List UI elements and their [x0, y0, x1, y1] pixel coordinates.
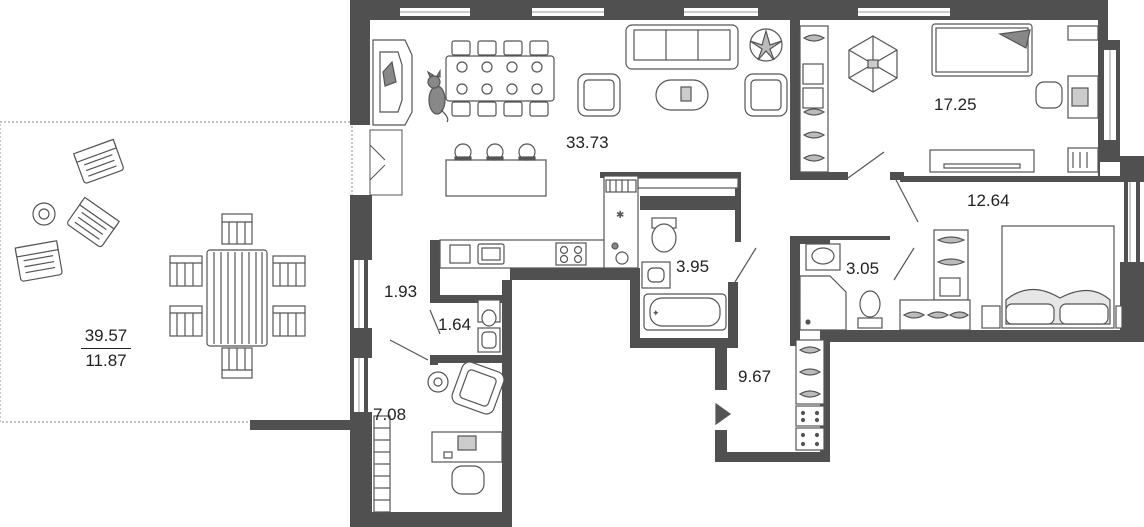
- fireplace-icon: [372, 39, 413, 126]
- terrace-furniture: [14, 138, 306, 379]
- side-table-icon: [427, 371, 449, 393]
- outdoor-chair-icon: [169, 305, 203, 337]
- windows: [358, 11, 1131, 412]
- desk-icon: [431, 431, 503, 463]
- toilet-icon: [857, 290, 883, 329]
- fraction-divider: [81, 347, 131, 349]
- bedroom1-furniture: [799, 23, 1099, 179]
- lounge-chair-icon: [72, 138, 124, 184]
- toilet-icon: [477, 299, 501, 327]
- lounge-chair-icon: [67, 196, 121, 248]
- sofa-bed-icon: [931, 23, 1033, 77]
- wardrobe-icon: [795, 339, 825, 451]
- sink-icon: [641, 261, 671, 289]
- bedroom2-furniture: [894, 177, 1123, 331]
- double-bed-icon: [1001, 225, 1115, 329]
- outdoor-chair-icon: [272, 255, 306, 287]
- sink-icon: [805, 243, 841, 271]
- office-chair-icon: [451, 465, 485, 495]
- living-furniture: ✱: [372, 24, 788, 269]
- room-area-wc: 1.64: [438, 315, 472, 334]
- tv-icon: [929, 149, 1035, 173]
- walls: [350, 0, 1144, 527]
- toilet-icon: [651, 217, 677, 253]
- shelf-icon: [1067, 25, 1099, 41]
- armchair-icon: [451, 361, 505, 415]
- bathroom1-furniture: ✦: [641, 217, 757, 331]
- entrance-arrow-icon: [715, 402, 732, 426]
- study-furniture: [373, 361, 505, 513]
- shower-icon: [799, 275, 847, 331]
- wardrobe-icon: [899, 229, 971, 331]
- outdoor-chair-icon: [272, 305, 306, 337]
- terrace-area-reduced: 11.87: [85, 350, 127, 370]
- svg-text:✦: ✦: [652, 309, 660, 319]
- side-table-icon: [32, 202, 56, 226]
- outdoor-chair-icon: [221, 347, 253, 379]
- nightstand-icon: [981, 305, 1001, 329]
- kitchen-island-icon: [445, 159, 547, 197]
- room-area-storage: 1.93: [384, 282, 418, 301]
- bathroom2-furniture: [799, 243, 915, 331]
- wardrobe-icon: [799, 25, 829, 173]
- bar-stool-icon: [454, 143, 536, 161]
- lamp-icon: [848, 35, 898, 93]
- outdoor-table-icon: [206, 249, 268, 347]
- lounge-chair-icon: [14, 240, 63, 282]
- hall-furniture: [715, 339, 825, 451]
- armchair-icon: [577, 73, 621, 117]
- room-area-study: 7.08: [373, 405, 407, 424]
- sink-icon: [477, 327, 501, 353]
- armchair-icon: [744, 73, 788, 117]
- svg-text:✱: ✱: [616, 210, 624, 221]
- plant-icon: [749, 28, 783, 62]
- coffee-table-icon: [655, 79, 709, 111]
- bookshelf-icon: [373, 415, 391, 513]
- office-chair-icon: [1035, 81, 1063, 109]
- dining-table-icon: [445, 40, 555, 117]
- room-area-bedroom-2: 12.64: [967, 191, 1010, 210]
- room-area-hall: 9.67: [738, 367, 772, 386]
- room-area-bathroom-2: 3.05: [846, 259, 880, 278]
- terrace-area-label: 39.57 11.87: [78, 326, 134, 370]
- cat-icon: [426, 68, 449, 123]
- sofa-icon: [625, 24, 739, 70]
- room-area-bedroom-1: 17.25: [934, 95, 977, 114]
- room-area-living: 33.73: [566, 133, 609, 152]
- bathtub-icon: ✦: [643, 293, 727, 331]
- wc-furniture: [389, 299, 501, 361]
- outdoor-chair-icon: [221, 213, 253, 245]
- kitchen-counter-icon: ✱: [439, 175, 639, 269]
- desk-icon: [1067, 75, 1099, 119]
- terrace-door: [369, 129, 403, 196]
- outdoor-chair-icon: [169, 255, 203, 287]
- room-area-bathroom-1: 3.95: [676, 257, 710, 276]
- terrace-area-total: 39.57: [84, 326, 128, 345]
